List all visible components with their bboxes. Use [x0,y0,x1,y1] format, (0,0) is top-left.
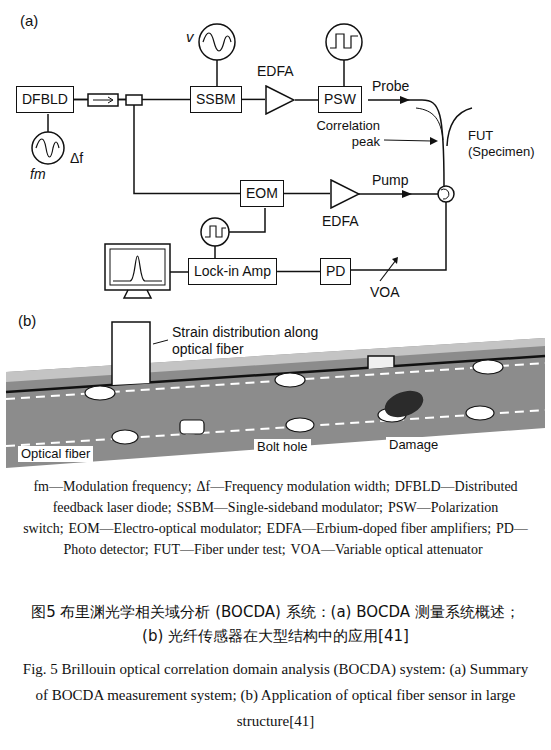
diagram-label: fm [30,166,46,183]
fiber-connector [277,271,320,273]
diagram-label: Strain distribution along optical fiber [172,324,322,358]
abbreviation-entry: EDFA—Erbium-doped fiber amplifiers; [267,521,491,536]
node-label: DFBLD [22,91,68,107]
abbreviation-entry: fm—Modulation frequency; [33,479,191,494]
diagram-label: Pump [372,172,409,189]
abbreviation-list: fm—Modulation frequency; Δf—Frequency mod… [14,476,537,560]
amplifier-symbol [330,179,360,209]
fiber-connector [74,99,240,193]
diagram-label: FUT (Specimen) [468,128,546,159]
node-label: EDFA [322,213,359,229]
caption-text: 图5 布里渊光学相关域分析 (BOCDA) 系统：(a) BOCDA 测量系统概… [31,603,520,645]
node-label: EDFA [257,63,294,79]
caption-text: Fig. 5 Brillouin optical correlation dom… [23,661,528,729]
device-box: EOM [240,180,284,207]
amplifier-outline [331,180,359,208]
node-label: Lock-in Amp [194,263,271,279]
amplifier-symbol [265,85,295,115]
fiber-connector [295,99,318,101]
amplifier-triangle: EDFA [330,179,360,209]
device-box: Lock-in Amp [188,258,277,285]
fiber-connector [284,193,330,195]
abbreviation-entry: FUT—Fiber under test; [154,542,286,557]
diagram-label: (b) [18,312,36,330]
figure-caption: Fig. 5 Brillouin optical correlation dom… [18,656,533,734]
amplifier-outline [266,86,294,114]
device-box: DFBLD [16,86,74,113]
diagram-label: Probe [372,78,409,95]
diagram-label: v [186,28,194,46]
abbreviation-entry: EOM—Electro-optical modulator; [68,521,261,536]
abbreviation-entry: VOA—Variable optical attenuator [291,542,483,557]
node-label: EOM [246,185,278,201]
diagram-label: VOA [370,284,400,301]
device-box: PD [320,258,351,285]
fiber-connector [242,99,265,101]
node-label: PSW [324,91,356,107]
node-label: SSBM [196,91,236,107]
abbreviation-entry: Δf—Frequency modulation width; [197,479,390,494]
diagram-label: Correlation peak [300,118,380,149]
diagram-label: Damage [386,437,441,453]
amplifier-triangle: EDFA [265,85,295,115]
diagram-label: Optical fiber [18,446,93,462]
figure-caption: 图5 布里渊光学相关域分析 (BOCDA) 系统：(a) BOCDA 测量系统概… [30,600,521,648]
diagram-label: Bolt hole [254,439,311,455]
diagram-label: (a) [20,12,38,30]
device-box: SSBM [190,86,242,113]
abbreviation-entry: SSBM—Single-sideband modulator; [177,500,384,515]
diagram-label: Δf [70,150,83,167]
device-box: PSW [318,86,362,113]
node-label: PD [326,263,345,279]
